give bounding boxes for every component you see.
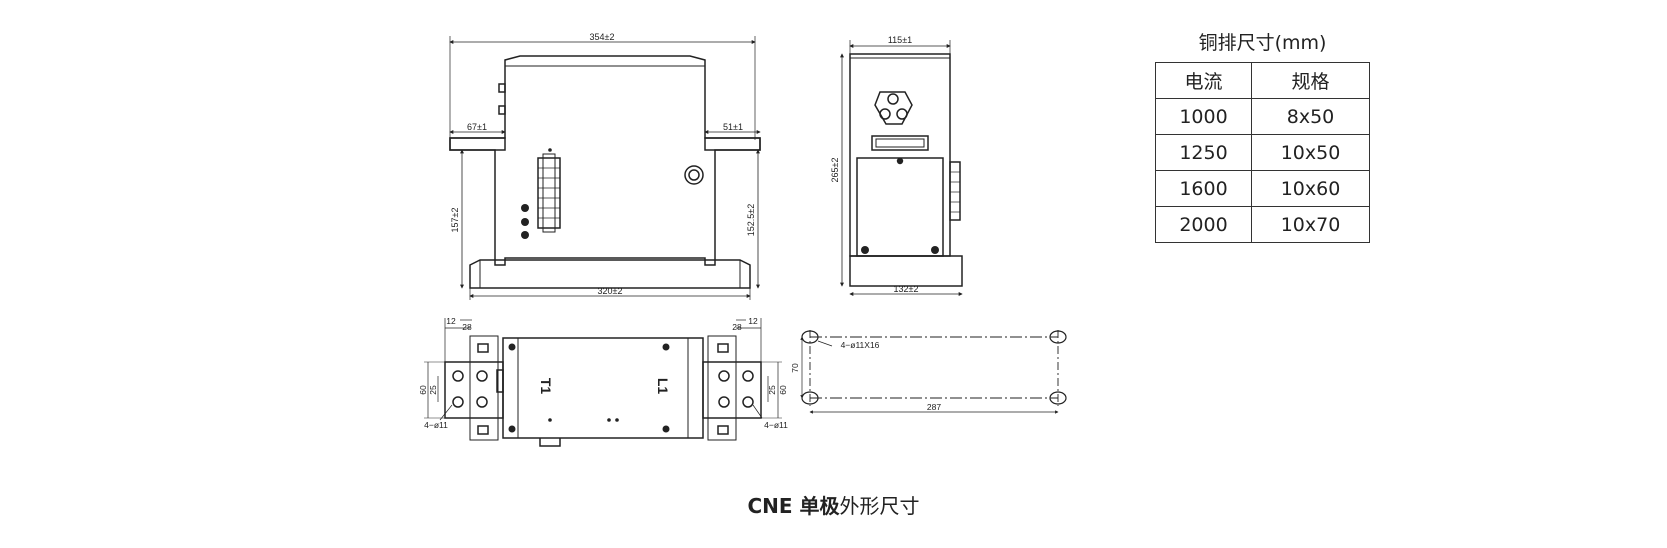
dim-132: 132±2 bbox=[894, 284, 919, 294]
table-row: 1600 10x60 bbox=[1154, 170, 1370, 207]
table-title: 铜排尺寸(mm) bbox=[1198, 32, 1327, 54]
mounting-pattern bbox=[800, 330, 1067, 414]
caption-bold: CNE 单极 bbox=[747, 494, 840, 518]
cell-current: 1000 bbox=[1154, 98, 1253, 135]
bottom-view-labels: 12 28 28 12 60 25 25 60 4−ø11 4−ø11 bbox=[418, 316, 788, 430]
header-spec: 规格 bbox=[1251, 62, 1370, 99]
dim-25-right: 25 bbox=[767, 385, 777, 395]
front-view bbox=[449, 36, 761, 300]
dim-60-right: 60 bbox=[778, 385, 788, 395]
dim-320: 320±2 bbox=[598, 286, 623, 296]
dim-157: 157±2 bbox=[450, 208, 460, 233]
dim-152-5: 152.5±2 bbox=[746, 204, 756, 236]
drawing-caption: CNE 单极外形尺寸 bbox=[0, 490, 1667, 519]
cell-current: 2000 bbox=[1154, 206, 1253, 243]
dim-12-right: 12 bbox=[748, 316, 758, 326]
cell-spec: 10x70 bbox=[1251, 206, 1370, 243]
caption-normal: 外形尺寸 bbox=[839, 494, 920, 518]
table-row: 1000 8x50 bbox=[1154, 98, 1370, 135]
dim-67: 67±1 bbox=[467, 122, 487, 132]
spec-table: 电流 规格 1000 8x50 1250 10x50 1600 10x60 20… bbox=[1154, 62, 1370, 243]
dim-60-left: 60 bbox=[418, 385, 428, 395]
hole-label-right: 4−ø11 bbox=[764, 420, 788, 430]
terminal-l1: L1 bbox=[655, 378, 671, 395]
busbar-size-table: 铜排尺寸(mm) 电流 规格 1000 8x50 1250 10x50 1600… bbox=[1154, 28, 1370, 243]
side-view bbox=[840, 40, 963, 296]
table-row: 1250 10x50 bbox=[1154, 134, 1370, 171]
dim-51: 51±1 bbox=[723, 122, 743, 132]
terminal-t1: T1 bbox=[538, 378, 554, 395]
hole-label-left: 4−ø11 bbox=[424, 420, 448, 430]
dim-12-left: 12 bbox=[446, 316, 456, 326]
table-header-row: 电流 规格 bbox=[1154, 62, 1370, 99]
cell-spec: 8x50 bbox=[1251, 98, 1370, 135]
front-view-labels: 354±2 67±1 51±1 157±2 152.5±2 320±2 bbox=[450, 32, 756, 296]
mounting-labels: 4−ø11X16 70 287 bbox=[790, 340, 941, 412]
side-view-dots bbox=[861, 157, 939, 254]
dim-287: 287 bbox=[927, 402, 941, 412]
dim-28-right: 28 bbox=[732, 322, 742, 332]
header-current: 电流 bbox=[1154, 62, 1253, 99]
cell-current: 1600 bbox=[1154, 170, 1253, 207]
table-row: 2000 10x70 bbox=[1154, 206, 1370, 243]
dim-354: 354±2 bbox=[590, 32, 615, 42]
dim-70: 70 bbox=[790, 363, 800, 373]
side-view-labels: 115±1 265±2 132±2 bbox=[830, 35, 918, 294]
terminal-labels: T1 L1 bbox=[538, 378, 671, 395]
bottom-view-dots bbox=[508, 343, 670, 433]
dim-28-left: 28 bbox=[462, 322, 472, 332]
dim-115: 115±1 bbox=[888, 35, 912, 45]
front-view-dots bbox=[521, 148, 552, 239]
bottom-view bbox=[424, 318, 782, 447]
cell-spec: 10x60 bbox=[1251, 170, 1370, 207]
cell-spec: 10x50 bbox=[1251, 134, 1370, 171]
mount-hole-label: 4−ø11X16 bbox=[841, 340, 880, 350]
cell-current: 1250 bbox=[1154, 134, 1253, 171]
dim-25-left: 25 bbox=[428, 385, 438, 395]
dim-265: 265±2 bbox=[830, 158, 840, 183]
